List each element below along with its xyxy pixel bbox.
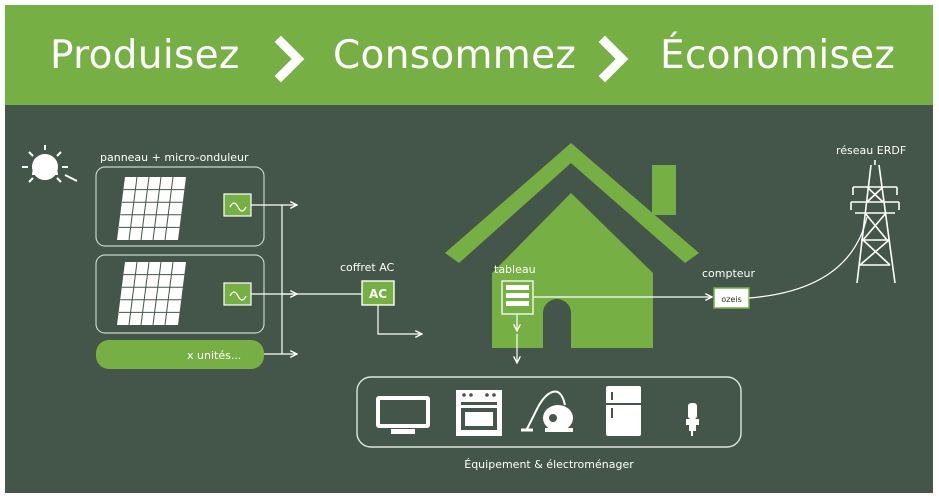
diagram-frame: Produisez Consommez Économisez [5, 5, 933, 493]
step-save: Économisez [660, 33, 896, 78]
chevron-right-icon [274, 35, 305, 83]
meter-label: compteur [702, 267, 756, 280]
more-units-label: x unités... [187, 349, 241, 362]
energy-flow-diagram: panneau + micro-onduleur [22, 143, 906, 471]
step-produce: Produisez [50, 33, 240, 78]
ac-box-text: AC [369, 287, 387, 301]
pylon-icon [850, 160, 900, 284]
bulb-icon [686, 403, 699, 436]
header-banner: Produisez Consommez Économisez [5, 5, 933, 105]
connector [377, 305, 422, 334]
inverter-icon [223, 193, 252, 217]
equipment-box [356, 376, 742, 448]
ac-box [361, 280, 395, 306]
connector [748, 216, 868, 299]
vacuum-icon [521, 390, 573, 432]
tv-icon [376, 396, 430, 434]
panel-board-label: tableau [494, 263, 536, 276]
diagram-area: panneau + micro-onduleur [5, 105, 933, 493]
sun-icon [22, 145, 78, 183]
fridge-icon [606, 386, 641, 436]
panel-unit-box [95, 166, 265, 247]
chevron-right-icon [598, 35, 629, 83]
inverter-icon [223, 282, 252, 306]
grid-label: réseau ERDF [836, 144, 906, 157]
solar-panel-icon [117, 176, 186, 241]
solar-panel-icon [117, 261, 186, 326]
ac-box-label: coffret AC [340, 261, 395, 274]
panel-label: panneau + micro-onduleur [100, 151, 249, 164]
more-units-pill [96, 340, 264, 369]
equipment-label: Équipement & électroménager [464, 458, 634, 471]
chevron-icons [274, 35, 629, 83]
step-consume: Consommez [333, 33, 577, 78]
oven-icon [456, 390, 502, 436]
meter-icon: ozeis [713, 287, 750, 309]
house-icon [445, 143, 699, 348]
meter-text: ozeis [721, 295, 741, 304]
